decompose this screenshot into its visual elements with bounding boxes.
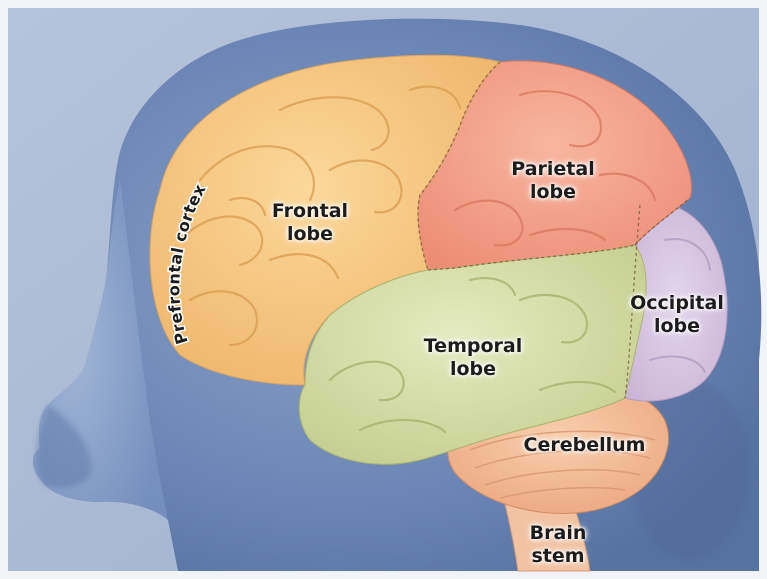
cerebellum-label-text: Cerebellum xyxy=(502,434,667,457)
cerebellum-label: Cerebellum xyxy=(502,434,667,457)
frontal-label-line2: lobe xyxy=(255,223,365,246)
brainstem-label-line2: stem xyxy=(518,545,598,568)
temporal-label-line1: Temporal xyxy=(403,335,543,358)
occipital-label-line2: lobe xyxy=(612,315,742,338)
parietal-lobe-label: Parietal lobe xyxy=(488,158,618,204)
temporal-label-line2: lobe xyxy=(403,358,543,381)
brainstem-label: Brain stem xyxy=(518,522,598,568)
temporal-lobe-label: Temporal lobe xyxy=(403,335,543,381)
frontal-lobe-label: Frontal lobe xyxy=(255,200,365,246)
occipital-lobe-label: Occipital lobe xyxy=(612,292,742,338)
parietal-label-line2: lobe xyxy=(488,181,618,204)
parietal-label-line1: Parietal xyxy=(488,158,618,181)
frontal-label-line1: Frontal xyxy=(255,200,365,223)
occipital-label-line1: Occipital xyxy=(612,292,742,315)
brainstem-label-line1: Brain xyxy=(518,522,598,545)
